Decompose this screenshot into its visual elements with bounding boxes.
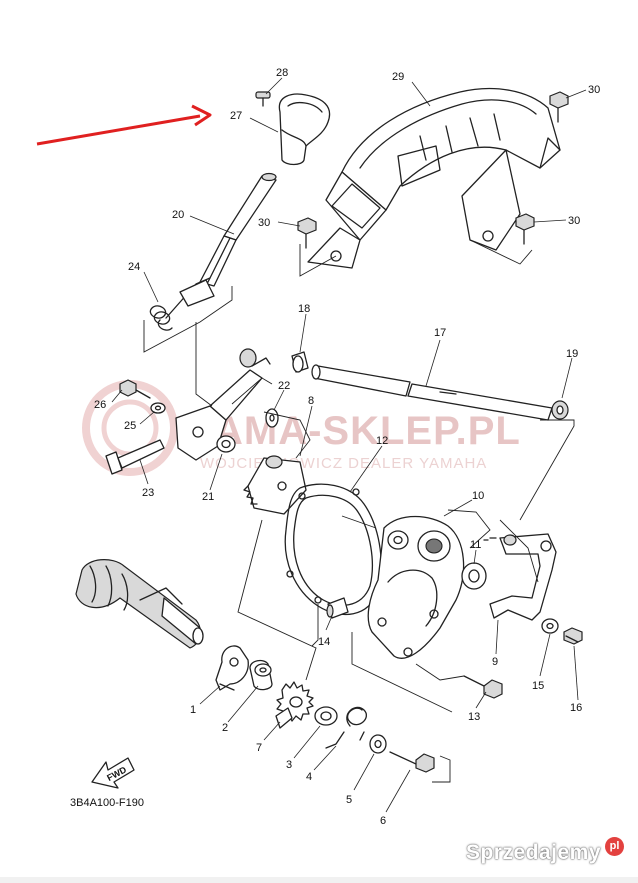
label-part-21: 21 [202, 491, 214, 503]
label-part-23: 23 [142, 487, 154, 499]
label-part-4: 4 [306, 771, 312, 783]
cover-bolt-right [515, 213, 535, 245]
washer-3 [314, 706, 338, 726]
shifter-housing-10 [367, 515, 465, 659]
bolt-23 [105, 439, 165, 475]
collar-18 [291, 351, 309, 373]
label-part-15: 15 [532, 680, 544, 692]
label-part-12: 12 [376, 435, 388, 447]
stopper-lever-9 [483, 533, 557, 621]
nut-19 [551, 400, 569, 420]
washer-5 [369, 734, 387, 754]
label-part-24: 24 [128, 261, 140, 273]
cover-bolt-left [297, 217, 317, 249]
bolt-16 [563, 627, 583, 645]
label-part-17: 17 [434, 327, 446, 339]
watermark-sub-text: WOJCIECHOWICZ DEALER YAMAHA [200, 455, 487, 472]
leader-lines [111, 77, 587, 813]
label-part-2: 2 [222, 722, 228, 734]
label-part-5: 5 [346, 794, 352, 806]
label-part-14: 14 [318, 636, 330, 648]
label-part-8: 8 [308, 395, 314, 407]
label-part-28: 28 [276, 67, 288, 79]
segment-plate-1 [215, 645, 249, 691]
label-part-9: 9 [492, 656, 498, 668]
label-part-10: 10 [472, 490, 484, 502]
label-part-11: 11 [470, 539, 481, 551]
label-part-26: 26 [94, 399, 106, 411]
diagram-reference-code: 3B4A100-F190 [70, 797, 144, 809]
part-number-labels: 28 27 29 30 30 30 20 24 18 17 19 22 8 26… [94, 67, 600, 827]
knob-screw [255, 91, 271, 107]
bottom-strip [0, 877, 638, 883]
label-part-13: 13 [468, 711, 480, 723]
watermark-main-text: YAMA-SKLEP.PL [190, 409, 521, 453]
washer-22 [265, 408, 279, 428]
site-badge: Sprzedajemy pl [465, 836, 624, 865]
return-spring [149, 277, 215, 331]
collar-2 [249, 659, 273, 691]
shift-knob [278, 93, 331, 166]
label-part-30-left: 30 [258, 217, 270, 229]
label-part-18: 18 [298, 303, 310, 315]
washer-15 [541, 618, 559, 634]
oil-seal-11 [461, 562, 487, 590]
site-name: Sprzedajemy [465, 841, 601, 864]
torsion-spring-4 [325, 706, 367, 749]
shift-lever-arm [175, 348, 271, 461]
bolt-6 [389, 751, 435, 773]
collar-21 [216, 435, 236, 453]
site-badge-dot: pl [605, 836, 624, 856]
label-part-30-right: 30 [568, 215, 580, 227]
label-part-25: 25 [124, 420, 136, 432]
shift-gear-7 [275, 681, 314, 729]
label-part-6: 6 [380, 815, 386, 827]
label-part-29: 29 [392, 71, 404, 83]
label-part-7: 7 [256, 742, 262, 754]
gasket-12 [284, 483, 382, 616]
label-part-20: 20 [172, 209, 184, 221]
shift-rod [199, 172, 277, 287]
label-part-30-top: 30 [588, 84, 600, 96]
label-part-1: 1 [190, 704, 196, 716]
red-annotation-arrow [36, 104, 212, 146]
dowel-pin-14 [326, 597, 349, 619]
label-part-19: 19 [566, 348, 578, 360]
fwd-direction-arrow: FWD [91, 757, 135, 789]
shift-drum [75, 559, 204, 649]
label-part-3: 3 [286, 759, 292, 771]
label-part-27: 27 [230, 110, 242, 122]
shift-guide-cover [307, 87, 561, 269]
washer-25 [150, 402, 166, 414]
cover-bolt-top-right [549, 91, 569, 123]
label-part-22: 22 [278, 380, 290, 392]
label-part-16: 16 [570, 702, 582, 714]
bolt-13 [463, 675, 503, 699]
